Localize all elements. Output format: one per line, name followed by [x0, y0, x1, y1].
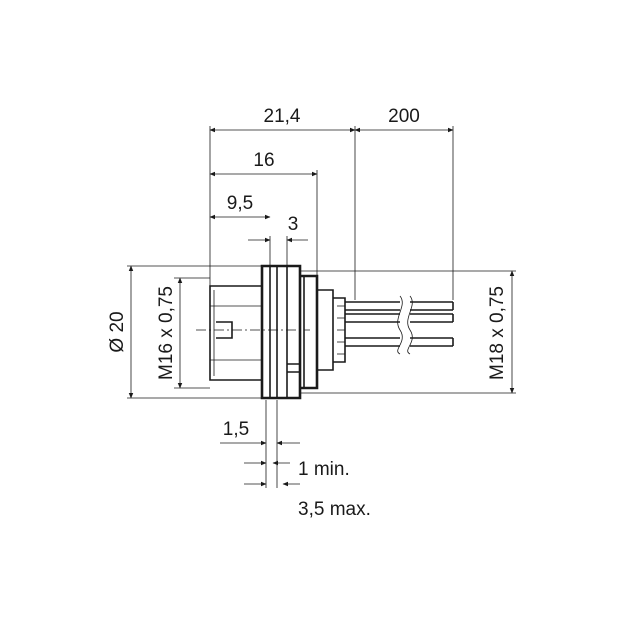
wires [345, 295, 454, 355]
label-outer-diameter: Ø 20 [107, 311, 128, 352]
label-panel-max: 3,5 max. [298, 499, 371, 520]
front-housing [209, 285, 263, 381]
label-cable-length: 200 [388, 106, 420, 127]
extension-lines [127, 126, 516, 488]
cable-outlet [317, 289, 334, 371]
label-panel-min: 1 min. [298, 459, 350, 480]
rear-body [300, 274, 319, 390]
dimension-labels: 21,4 200 16 9,5 3 1,5 1 min. 3,5 max. Ø … [107, 106, 508, 520]
break-mark [397, 295, 403, 355]
connector-body [209, 264, 346, 400]
dimension-lines [128, 127, 515, 487]
label-front-length: 9,5 [227, 193, 253, 214]
label-front-thread: M16 x 0,75 [156, 286, 177, 380]
flange [260, 264, 302, 400]
label-panel-offset: 1,5 [223, 419, 249, 440]
label-flange-width: 3 [288, 214, 299, 235]
label-housing-length: 16 [253, 150, 274, 171]
label-overall-length: 21,4 [264, 106, 301, 127]
label-rear-thread: M18 x 0,75 [487, 286, 508, 380]
